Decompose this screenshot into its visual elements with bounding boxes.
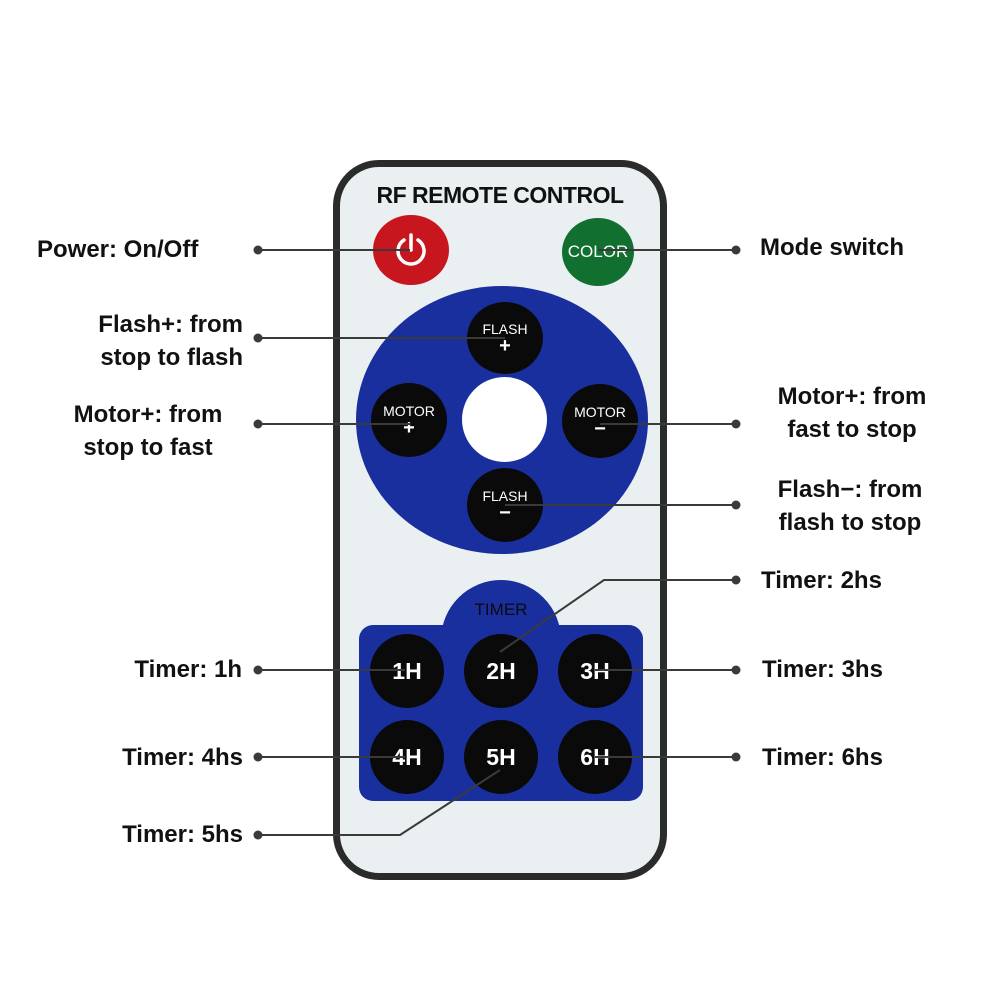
callout-flash-minus-line2: flash to stop bbox=[778, 509, 922, 536]
timer-2h-button[interactable]: 2H bbox=[464, 634, 538, 708]
callout-timer-3: Timer: 3hs bbox=[762, 653, 883, 686]
flash-minus-label: FLASH bbox=[482, 487, 528, 504]
callout-flash-plus-line2: stop to flash bbox=[100, 344, 243, 371]
callout-flash-plus: Flash+: from stop to flash bbox=[40, 308, 243, 374]
minus-sign: − bbox=[499, 501, 511, 524]
remote-title: RF REMOTE CONTROL bbox=[376, 182, 624, 208]
callout-timer-1: Timer: 1h bbox=[40, 653, 242, 686]
wheel-center bbox=[462, 377, 547, 462]
callout-flash-minus: Flash−: from flash to stop bbox=[750, 473, 950, 539]
callout-motor-plus-left-line1: Motor+: from bbox=[73, 401, 223, 428]
callout-motor-plus-left-line2: stop to fast bbox=[83, 434, 213, 461]
power-icon bbox=[396, 233, 426, 266]
callout-timer-2-text: Timer: 2hs bbox=[761, 567, 882, 594]
callout-motor-plus-right: Motor+: from fast to stop bbox=[752, 380, 952, 446]
callout-mode-text: Mode switch bbox=[760, 234, 905, 261]
timer-1h-button[interactable]: 1H bbox=[370, 634, 444, 708]
callout-flash-plus-line1: Flash+: from bbox=[98, 311, 243, 338]
callout-timer-3-text: Timer: 3hs bbox=[762, 656, 883, 683]
plus-sign: + bbox=[499, 334, 511, 357]
callout-timer-6: Timer: 6hs bbox=[762, 741, 883, 774]
callout-mode: Mode switch bbox=[760, 231, 904, 264]
timer-5h-button[interactable]: 5H bbox=[464, 720, 538, 794]
timer-5h-label: 5H bbox=[486, 743, 516, 770]
callout-power: Power: On/Off bbox=[37, 233, 198, 266]
plus-sign: + bbox=[403, 416, 415, 439]
timer-1h-label: 1H bbox=[392, 657, 422, 684]
callout-motor-plus-right-line2: fast to stop bbox=[787, 416, 917, 443]
callout-timer-5-text: Timer: 5hs bbox=[122, 821, 243, 848]
color-button[interactable]: COLOR bbox=[562, 218, 634, 286]
callout-motor-plus-left: Motor+: from stop to fast bbox=[48, 398, 248, 464]
callout-timer-1-text: Timer: 1h bbox=[134, 656, 242, 683]
callout-timer-4-text: Timer: 4hs bbox=[122, 744, 243, 771]
callout-timer-4: Timer: 4hs bbox=[40, 741, 243, 774]
minus-sign: − bbox=[594, 417, 606, 440]
flash-minus-button[interactable]: FLASH − bbox=[467, 468, 543, 542]
callout-timer-5: Timer: 5hs bbox=[40, 818, 243, 851]
motor-plus-label: MOTOR bbox=[383, 402, 435, 419]
motor-minus-button[interactable]: MOTOR − bbox=[562, 384, 638, 458]
motor-plus-button[interactable]: MOTOR + bbox=[371, 383, 447, 457]
callout-power-text: Power: On/Off bbox=[37, 236, 199, 263]
timer-2h-label: 2H bbox=[486, 657, 516, 684]
callout-flash-minus-line1: Flash−: from bbox=[777, 476, 923, 503]
timer-3h-button[interactable]: 3H bbox=[558, 634, 632, 708]
timer-3h-label: 3H bbox=[580, 657, 610, 684]
callout-timer-6-text: Timer: 6hs bbox=[762, 744, 883, 771]
timer-4h-button[interactable]: 4H bbox=[370, 720, 444, 794]
callout-motor-plus-right-line1: Motor+: from bbox=[777, 383, 927, 410]
color-button-label: COLOR bbox=[567, 242, 629, 261]
callout-timer-2: Timer: 2hs bbox=[761, 564, 882, 597]
motor-minus-label: MOTOR bbox=[574, 403, 626, 420]
timer-4h-label: 4H bbox=[392, 743, 422, 770]
flash-plus-label: FLASH bbox=[482, 320, 528, 337]
power-button[interactable] bbox=[373, 215, 449, 285]
flash-plus-button[interactable]: FLASH + bbox=[467, 302, 543, 374]
timer-6h-button[interactable]: 6H bbox=[558, 720, 632, 794]
timer-6h-label: 6H bbox=[580, 743, 610, 770]
timer-label: TIMER bbox=[474, 600, 528, 619]
